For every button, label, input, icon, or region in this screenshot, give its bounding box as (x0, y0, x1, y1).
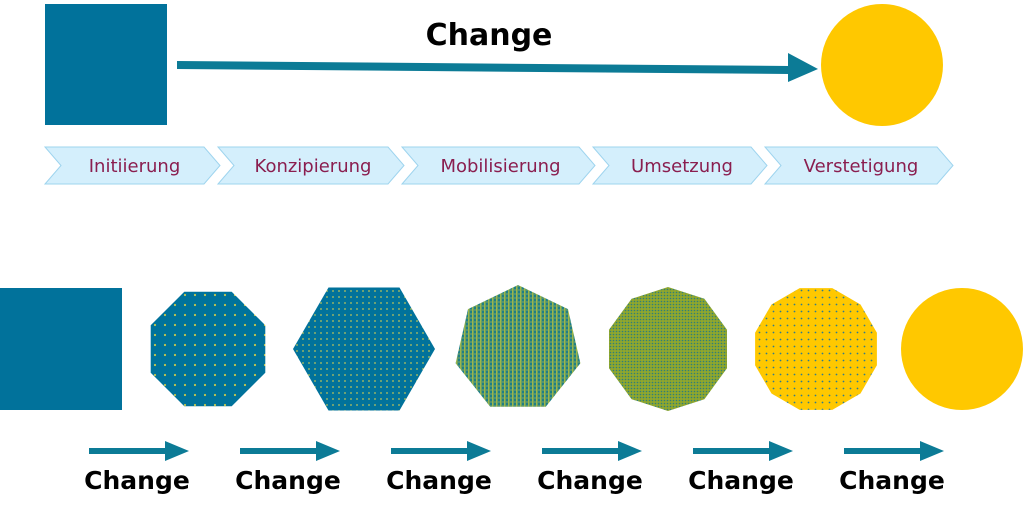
phase-chevron-umsetzung: Umsetzung (591, 146, 768, 185)
circle-shape (901, 288, 1023, 410)
shape-evolution-row (0, 285, 1023, 411)
change-step-3: Change (386, 441, 492, 495)
change-label: Change (839, 466, 945, 495)
start-square-shape (45, 4, 167, 125)
change-label: Change (84, 466, 190, 495)
phase-chevron-mobilisierung: Mobilisierung (400, 146, 596, 185)
phase-label: Mobilisierung (440, 156, 560, 177)
square-shape (0, 288, 122, 410)
change-step-4: Change (537, 441, 643, 495)
phase-chevron-initiierung: Initiierung (43, 146, 221, 185)
change-step-row: Change Change Change Change Change Change (84, 441, 945, 495)
phase-label: Verstetigung (804, 156, 919, 177)
change-label: Change (386, 466, 492, 495)
change-arrow (240, 441, 340, 461)
change-label: Change (537, 466, 643, 495)
change-arrow (89, 441, 189, 461)
hexagon-shape (293, 287, 435, 411)
change-label: Change (688, 466, 794, 495)
top-change-title: Change (426, 18, 553, 53)
change-arrow (844, 441, 944, 461)
change-step-6: Change (839, 441, 945, 495)
octagon-shape (150, 291, 266, 407)
phase-chevron-row: Initiierung Konzipierung Mobilisierung Umse… (43, 146, 954, 185)
change-step-2: Change (235, 441, 341, 495)
change-arrow (542, 441, 642, 461)
top-change-arrow (177, 53, 818, 82)
change-arrow (391, 441, 491, 461)
end-circle-shape (821, 4, 943, 126)
dodecagon-shape (755, 288, 877, 410)
heptagon-shape (455, 285, 581, 407)
change-label: Change (235, 466, 341, 495)
phase-chevron-konzipierung: Konzipierung (216, 146, 405, 185)
phase-chevron-verstetigung: Verstetigung (763, 146, 954, 185)
change-arrow (693, 441, 793, 461)
change-step-1: Change (84, 441, 190, 495)
decagon-shape (609, 287, 727, 411)
phase-label: Umsetzung (631, 156, 733, 177)
phase-label: Konzipierung (255, 156, 372, 177)
change-step-5: Change (688, 441, 794, 495)
phase-label: Initiierung (89, 156, 181, 177)
